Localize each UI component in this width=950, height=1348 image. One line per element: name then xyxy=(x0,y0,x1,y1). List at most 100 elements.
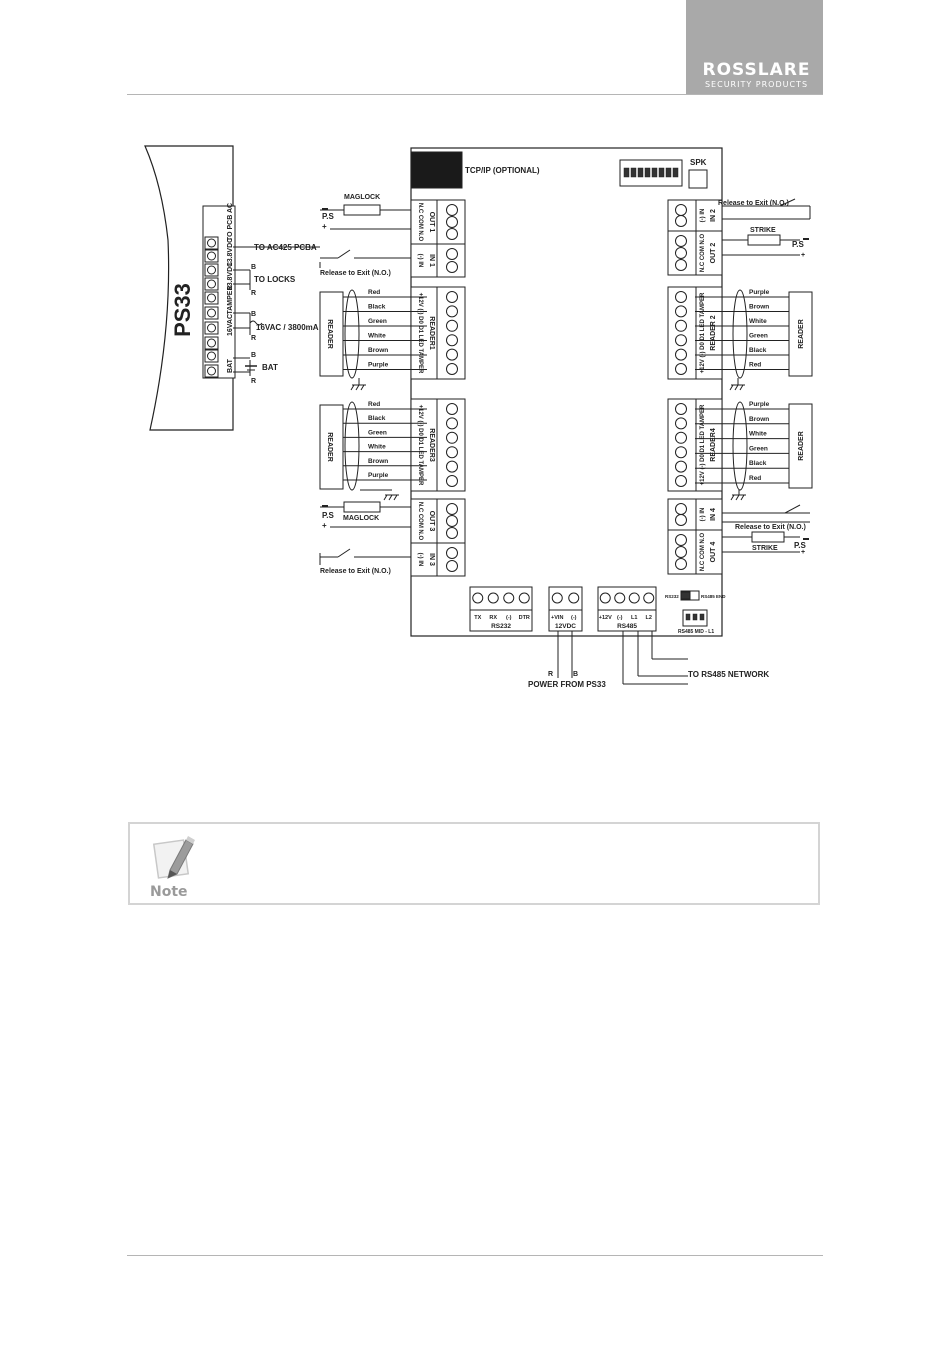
ps-label-r2: P.S xyxy=(792,240,805,249)
rs485-end-label: RS485 END xyxy=(701,594,726,599)
reader4-title: READER4 xyxy=(710,428,717,462)
reader2-pins-label: +12V (-) D0 D1 LED TAMPER xyxy=(700,292,706,373)
maglock2-resistor xyxy=(343,501,381,513)
reader1-color-label: Green xyxy=(368,318,387,325)
rs232-screw xyxy=(518,592,530,604)
out4-pins-label: N.C COM N.O xyxy=(700,533,706,572)
reader1-ground xyxy=(355,384,360,391)
vin-pin-label: +VIN xyxy=(551,615,563,621)
rs485-mid-pin xyxy=(692,613,698,621)
ps33-polarity-label: R xyxy=(251,290,256,297)
spk-label: SPK xyxy=(690,158,707,167)
reader3-screw xyxy=(446,446,458,459)
reader1-device-label: READER xyxy=(326,319,333,349)
reader4-block xyxy=(667,398,723,492)
reader1-block xyxy=(410,286,466,380)
reader2-screw xyxy=(675,305,687,318)
rs232-pin-label: TX xyxy=(474,615,481,621)
strike-label-2: STRIKE xyxy=(750,227,776,234)
out3-screw xyxy=(446,503,458,515)
out4-screw xyxy=(675,534,687,546)
reader1-color-label: White xyxy=(368,333,386,340)
reader4-color-label: Red xyxy=(749,475,761,482)
reader2-ground xyxy=(739,384,744,391)
logo-block: ROSSLARE SECURITY PRODUCTS xyxy=(686,0,823,94)
ps33-terminal-screw xyxy=(207,279,216,289)
in1-pins-label: (-) IN xyxy=(417,254,423,268)
vin-screw xyxy=(568,592,580,604)
power-b-label: B xyxy=(573,671,578,678)
ps33-terminal-label: 13.8VDC xyxy=(227,262,234,290)
tcp-module-block xyxy=(410,151,463,189)
reader2-screw xyxy=(675,334,687,347)
ps33-terminal-label: 16VAC xyxy=(227,314,234,336)
in1-title: IN 1 xyxy=(428,254,435,267)
vin-title: 12VDC xyxy=(555,623,576,630)
out1-screw xyxy=(446,216,458,228)
reader1-color-label: Black xyxy=(368,304,386,311)
release4-switch xyxy=(784,504,801,514)
reader4-color-label: White xyxy=(749,431,767,438)
ps33-terminal-screw xyxy=(207,238,216,248)
release-label-4: Release to Exit (N.O.) xyxy=(735,524,806,531)
reader3-screw xyxy=(446,403,458,415)
in3-screw xyxy=(446,560,458,572)
ps33-terminal-label: TAMPER xyxy=(227,285,234,314)
dip-switch-key xyxy=(644,167,651,178)
ps33-title: PS33 xyxy=(170,283,195,337)
reader1-ground xyxy=(360,384,365,391)
reader4-screw xyxy=(675,446,687,459)
reader2-screw xyxy=(675,363,687,375)
reader3-color-label: Brown xyxy=(368,458,388,465)
reader3-ground xyxy=(383,494,388,501)
rs232-title: RS232 xyxy=(491,623,511,630)
reader2-block xyxy=(667,286,723,380)
in1-screw xyxy=(446,261,458,273)
ps33-terminal-screw xyxy=(207,293,216,303)
dip-switch-key xyxy=(658,167,665,178)
ps33-output-label: BAT xyxy=(262,363,278,372)
reader1-screw xyxy=(446,291,458,303)
ps33-terminal-screw xyxy=(207,251,216,261)
ps33-terminal-label: 13.8VDC xyxy=(227,238,234,266)
logo-subtext: SECURITY PRODUCTS xyxy=(704,80,809,89)
ps2-label: P.S xyxy=(322,511,335,520)
rs485-screw xyxy=(628,592,640,604)
rs485-mid-pin xyxy=(685,613,691,621)
reader3-block xyxy=(410,398,466,492)
reader4-color-label: Brown xyxy=(749,416,769,423)
out2-screw xyxy=(675,235,687,247)
strike-label-4: STRIKE xyxy=(752,545,778,552)
reader4-device-label: READER xyxy=(798,431,805,461)
reader3-screw xyxy=(446,431,458,444)
out1-screw xyxy=(446,204,458,216)
vin-screw xyxy=(551,592,563,604)
reader1-screw xyxy=(446,319,458,332)
rs485-title: RS485 xyxy=(617,623,637,630)
release-label-2: Release to Exit (N.O.) xyxy=(718,200,789,207)
in3-block xyxy=(410,542,466,577)
in4-screw xyxy=(675,503,687,515)
rs485-mid-label: RS485 MID - L1 xyxy=(678,629,714,635)
reader1-color-label: Brown xyxy=(368,347,388,354)
dip-switch-key xyxy=(672,167,679,178)
reader1-screw xyxy=(446,305,458,318)
ps33-output-label: 16VAC / 3800mA xyxy=(256,323,319,332)
out1-title: OUT 1 xyxy=(428,212,435,233)
reader1-pins-label: +12V (-) D0 D1 LED TAMPER xyxy=(417,293,423,374)
reader1-color-label: Purple xyxy=(368,362,389,369)
ps33-output-label: TO AC425 PCBA xyxy=(254,243,317,252)
reader4-color-label: Black xyxy=(749,460,767,467)
ps33-terminal-screw xyxy=(207,351,216,361)
ps33-terminal-label: TO PCB AC xyxy=(227,203,234,241)
reader1-ground xyxy=(350,384,355,391)
rs485-jumper-knob xyxy=(680,591,691,600)
reader3-screw xyxy=(446,417,458,430)
out3-screw xyxy=(446,515,458,527)
reader4-device-box xyxy=(788,403,813,489)
reader3-screw xyxy=(446,460,458,473)
reader1-screw xyxy=(446,334,458,347)
note-box: Note xyxy=(128,822,820,905)
rs485-pin-label: +12V xyxy=(599,615,612,621)
reader3-pins-label: +12V (-) D0 D1 LED TAMPER xyxy=(417,405,423,486)
